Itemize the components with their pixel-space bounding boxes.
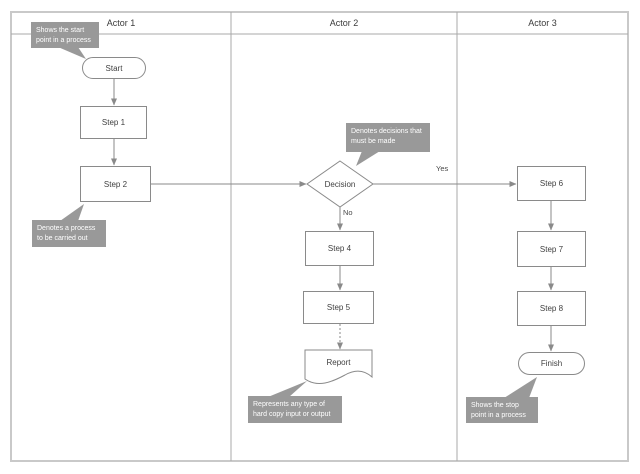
- callout-decision-note[interactable]: Denotes decisions that must be made: [346, 123, 430, 152]
- node-step1[interactable]: Step 1: [80, 106, 147, 139]
- node-step4[interactable]: Step 4: [305, 231, 374, 266]
- callout-tail-process-note: [60, 204, 84, 221]
- edge-label-no: No: [343, 208, 353, 217]
- callout-tail-decision-note: [356, 151, 380, 166]
- lane-header-actor3: Actor 3: [528, 18, 557, 28]
- callout-tail-document-note: [268, 381, 307, 397]
- node-step6[interactable]: Step 6: [517, 166, 586, 201]
- node-finish[interactable]: Finish: [518, 352, 585, 375]
- callout-tail-stop-note: [504, 377, 537, 398]
- node-start[interactable]: Start: [82, 57, 146, 79]
- node-step5[interactable]: Step 5: [303, 291, 374, 324]
- node-step8[interactable]: Step 8: [517, 291, 586, 326]
- callout-tail-start-note: [58, 47, 86, 59]
- decision-shape[interactable]: [306, 160, 374, 208]
- callout-process-note[interactable]: Denotes a process to be carried out: [32, 220, 106, 247]
- callout-start-note[interactable]: Shows the start point in a process: [31, 22, 99, 48]
- node-step2[interactable]: Step 2: [80, 166, 151, 202]
- node-step7[interactable]: Step 7: [517, 231, 586, 267]
- lane-header-actor2: Actor 2: [329, 18, 359, 28]
- callout-document-note[interactable]: Represents any type of hard copy input o…: [248, 396, 342, 423]
- document-shape[interactable]: [304, 349, 373, 385]
- callout-stop-note[interactable]: Shows the stop point in a process: [466, 397, 538, 423]
- swimlane-outer-border: [10, 11, 629, 462]
- edge-label-yes: Yes: [436, 164, 449, 173]
- lane-header-actor1: Actor 1: [106, 18, 136, 28]
